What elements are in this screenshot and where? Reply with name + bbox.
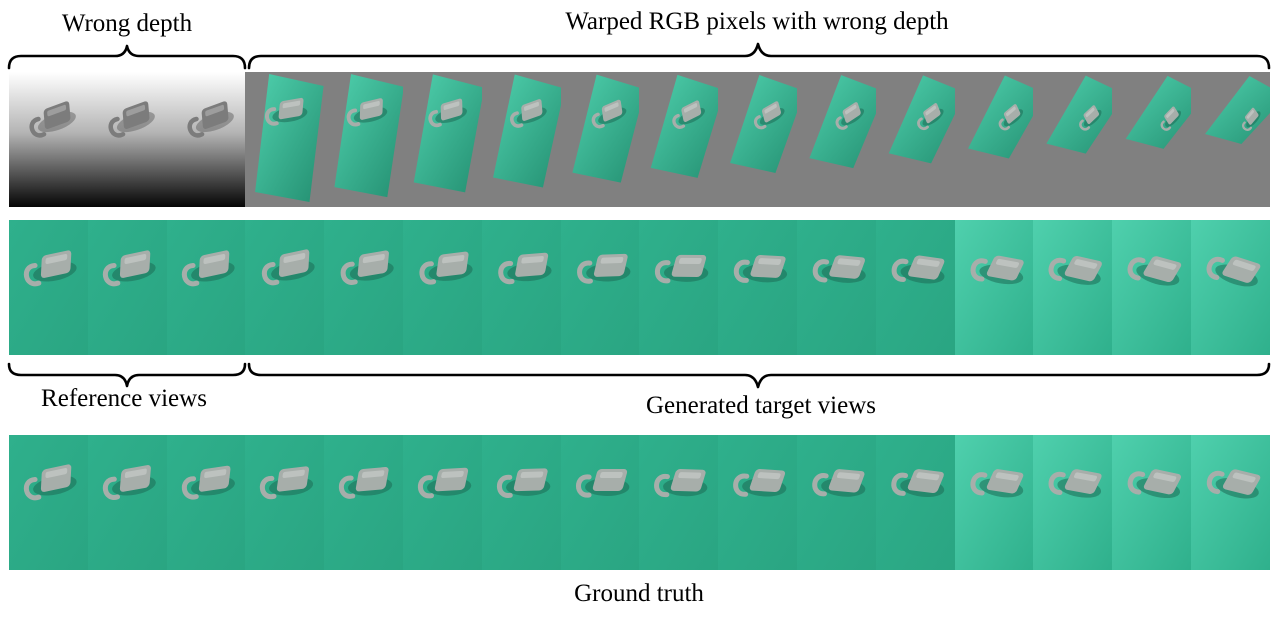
generated-target-view [245,220,325,355]
warped-rgb-view [639,72,719,207]
generated-views-brace [247,362,1271,389]
warped-rgb-view [324,72,404,207]
generated-target-view [954,220,1034,355]
ground-truth-view [639,435,719,570]
reference-views-brace [7,362,247,388]
generated-target-view [324,220,404,355]
ground-truth-view [481,435,562,570]
wrong-depth-label: Wrong depth [61,10,193,37]
generated-target-view [403,220,483,355]
ground-truth-view [87,435,168,570]
ground-truth-view [324,435,404,570]
ground-truth-view [1033,435,1113,570]
generated-target-view [1191,220,1271,355]
warped-rgb-view [560,72,640,207]
ground-truth-row [9,435,1271,570]
reference-view [9,220,89,355]
generated-target-view [560,220,640,355]
ground-truth-view [875,435,956,570]
warped-rgb-view [875,72,956,207]
warped-rgb-view [954,72,1034,207]
depth-map [87,72,168,207]
warped-rgb-view [1191,72,1271,207]
ground-truth-view [797,435,877,570]
generated-target-view [797,220,877,355]
warped-rgb-view [403,72,483,207]
wrong-depth-brace [7,44,247,70]
generated-target-view [481,220,562,355]
warped-rgb-view [1033,72,1113,207]
warped-rgb-view [1112,72,1192,207]
ground-truth-view [560,435,640,570]
depth-map [9,72,89,207]
generated-target-view [1112,220,1192,355]
warped-rgb-label: Warped RGB pixels with wrong depth [565,8,949,35]
warped-rgb-brace [247,42,1271,70]
ground-truth-label: Ground truth [574,580,704,607]
reference-view [166,220,246,355]
ground-truth-view [954,435,1034,570]
depth-map [166,72,246,207]
generated-target-view [639,220,719,355]
warped-rgb-view [481,72,562,207]
generated-target-views-label: Generated target views [646,392,876,419]
generated-target-view [718,220,798,355]
ground-truth-view [9,435,89,570]
depth-and-warp-row [9,72,1271,207]
reference-views-label: Reference views [41,385,207,412]
ground-truth-view [166,435,246,570]
generated-target-view [1033,220,1113,355]
reference-and-generated-row [9,220,1271,355]
ground-truth-view [1112,435,1192,570]
ground-truth-view [245,435,325,570]
warped-rgb-view [718,72,798,207]
warped-rgb-view [245,72,325,207]
warped-rgb-view [797,72,877,207]
generated-target-view [875,220,956,355]
reference-view [87,220,168,355]
ground-truth-view [718,435,798,570]
ground-truth-view [1191,435,1271,570]
ground-truth-view [403,435,483,570]
